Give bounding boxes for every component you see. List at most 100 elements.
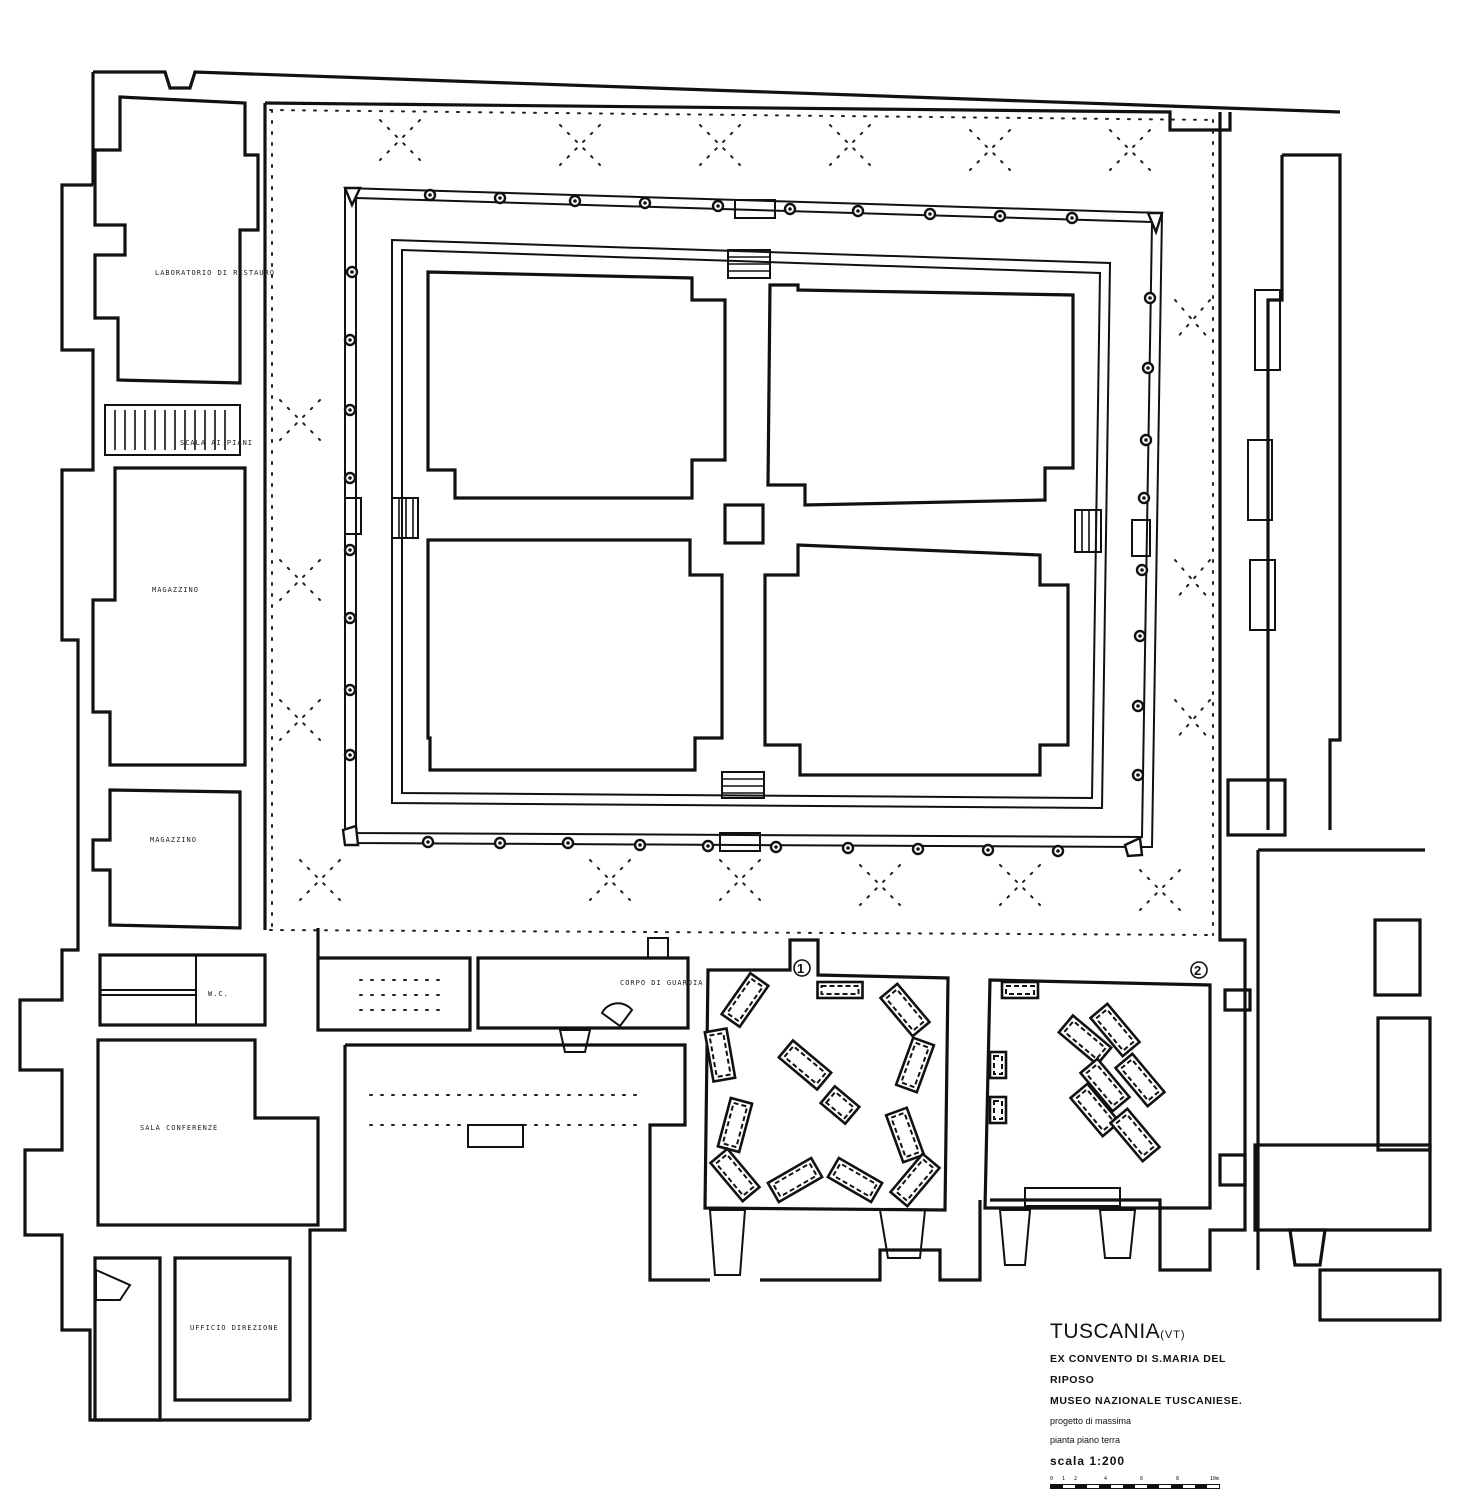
scale-tick: 2 xyxy=(1074,1476,1078,1482)
label-ufficio-direzione: UFFICIO DIREZIONE xyxy=(190,1324,279,1332)
display-case-inner xyxy=(889,1111,921,1159)
column-core xyxy=(916,847,920,851)
room-sala-conferenze xyxy=(96,1038,320,1227)
display-case xyxy=(716,1096,754,1154)
column-core xyxy=(1148,296,1152,300)
display-case-inner xyxy=(1114,1113,1156,1157)
place-suffix: (VT) xyxy=(1160,1329,1186,1341)
display-case-inner xyxy=(714,1153,756,1197)
display-case-inner xyxy=(1084,1063,1126,1107)
garden-bed-ne xyxy=(766,283,1075,507)
display-case-inner xyxy=(884,988,926,1032)
display-case-inner xyxy=(820,985,860,995)
column-core xyxy=(998,214,1002,218)
display-case xyxy=(1000,980,1040,1000)
display-case-inner xyxy=(993,1100,1003,1120)
south-wing xyxy=(316,928,690,1148)
scale-tick: 4 xyxy=(1104,1476,1108,1482)
column-core xyxy=(846,846,850,850)
title-line-4: progetto di massima xyxy=(1050,1416,1132,1426)
scale-tick: 1 xyxy=(1062,1476,1066,1482)
display-case xyxy=(1088,1001,1142,1059)
garden-bed-sw xyxy=(426,538,724,772)
title-line-3: MUSEO NAZIONALE TUSCANIESE. xyxy=(1050,1395,1243,1407)
title-line-5: pianta piano terra xyxy=(1050,1435,1121,1445)
column-core xyxy=(566,841,570,845)
display-case-inner xyxy=(831,1162,879,1198)
column-core xyxy=(638,843,642,847)
display-case xyxy=(708,1146,762,1204)
garden-bed-nw xyxy=(426,270,727,500)
display-case xyxy=(766,1156,824,1204)
column-core xyxy=(716,204,720,208)
room-stair-sw xyxy=(93,1256,162,1422)
column-core xyxy=(428,193,432,197)
place-name: TUSCANIA xyxy=(1050,1320,1161,1343)
display-case-inner xyxy=(1094,1008,1136,1052)
column-core xyxy=(1138,634,1142,638)
display-case xyxy=(818,1084,862,1126)
west-wing xyxy=(91,95,320,1422)
room-magazzino-2 xyxy=(91,788,242,930)
exhibition-hall-1: 1 xyxy=(703,938,950,1276)
display-case xyxy=(878,981,932,1039)
column-core xyxy=(986,848,990,852)
display-case xyxy=(1056,1013,1114,1067)
display-case xyxy=(826,1156,884,1204)
title-place: TUSCANIA(VT) xyxy=(1050,1318,1310,1349)
display-case-inner xyxy=(771,1162,819,1198)
column-core xyxy=(1144,438,1148,442)
display-case-inner xyxy=(1005,985,1035,995)
display-case xyxy=(719,971,771,1029)
column-core xyxy=(706,844,710,848)
label-magazzino-2: MAGAZZINO xyxy=(150,836,197,844)
room-ufficio-direzione xyxy=(173,1256,292,1402)
display-case xyxy=(894,1036,936,1094)
display-case xyxy=(1113,1051,1167,1109)
display-case xyxy=(888,1151,942,1209)
display-case-inner xyxy=(993,1055,1003,1075)
display-case-inner xyxy=(721,1101,749,1149)
central-square xyxy=(723,503,765,545)
room-scala xyxy=(104,404,241,456)
scale-text: scala 1:200 xyxy=(1050,1454,1126,1468)
vault-lines xyxy=(269,109,1216,936)
exhibition-hall-2: 2 xyxy=(983,961,1212,1266)
scale-bar: 0 1 2 4 6 8 10m xyxy=(1050,1476,1230,1490)
column-core xyxy=(348,338,352,342)
label-wc: W.C. xyxy=(208,990,229,998)
scale-tick: 6 xyxy=(1140,1476,1144,1482)
display-case-inner xyxy=(725,977,765,1023)
garden-bed-se xyxy=(763,543,1070,777)
cloister xyxy=(341,186,1164,858)
title-block: TUSCANIA(VT) EX CONVENTO DI S.MARIA DEL … xyxy=(1050,1318,1310,1490)
column-core xyxy=(1142,496,1146,500)
display-cases xyxy=(703,971,1167,1209)
title-line-1: EX CONVENTO DI S.MARIA DEL xyxy=(1050,1353,1227,1365)
display-case-inner xyxy=(708,1031,732,1079)
display-case-inner xyxy=(894,1158,936,1202)
scale-tick: 10m xyxy=(1210,1476,1220,1482)
display-case xyxy=(1108,1106,1162,1164)
label-corpo-di-guardia: CORPO DI GUARDIA xyxy=(620,979,703,987)
display-case xyxy=(816,980,864,1000)
scale-tick: 8 xyxy=(1176,1476,1180,1482)
cloister-columns xyxy=(343,188,1157,858)
display-case xyxy=(884,1106,926,1164)
column-core xyxy=(1146,366,1150,370)
column-core xyxy=(348,408,352,412)
column-core xyxy=(350,270,354,274)
column-core xyxy=(1136,704,1140,708)
column-core xyxy=(348,548,352,552)
display-case-inner xyxy=(1119,1058,1161,1102)
column-core xyxy=(573,199,577,203)
column-core xyxy=(774,845,778,849)
column-core xyxy=(856,209,860,213)
column-core xyxy=(348,476,352,480)
label-sala-conferenze: SALA CONFERENZE xyxy=(140,1124,218,1132)
title-line-2: RIPOSO xyxy=(1050,1374,1095,1386)
hall-number-1: 1 xyxy=(797,961,804,976)
display-case-inner xyxy=(1063,1019,1107,1061)
column-core xyxy=(348,753,352,757)
